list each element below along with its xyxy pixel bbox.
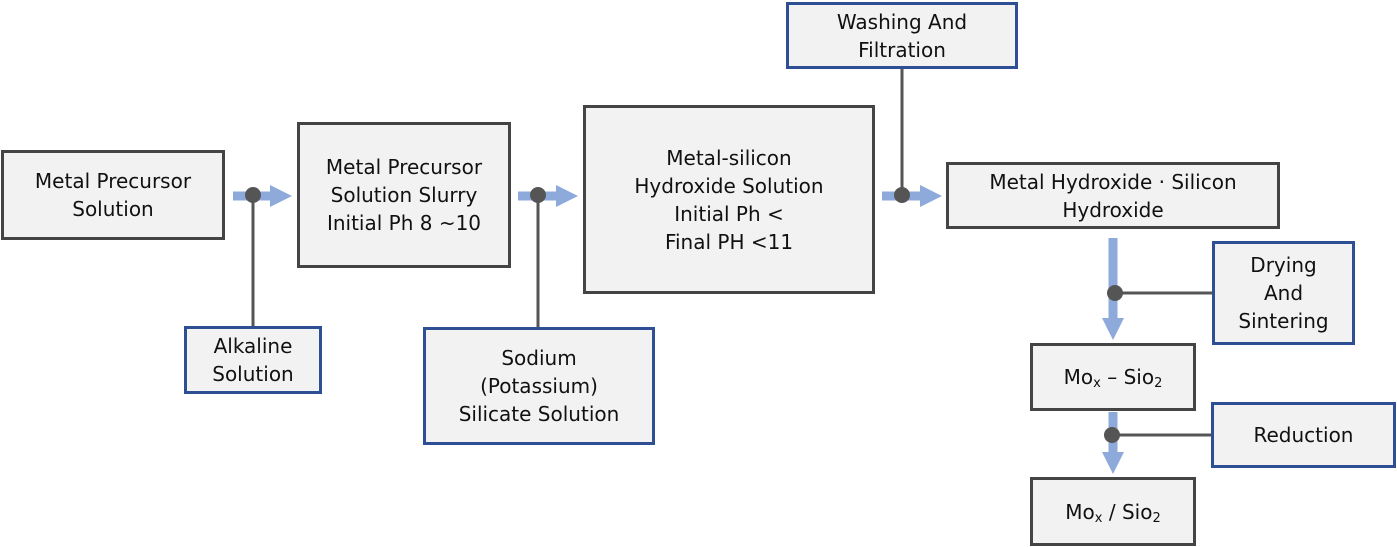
box-line: Sintering: [1238, 309, 1329, 333]
connector-silicate: [530, 187, 546, 328]
box-line: Drying: [1250, 253, 1317, 277]
box-line: Hydroxide: [1062, 197, 1164, 222]
box-mox-sio2-dash: Mox – Sio2: [1030, 343, 1196, 411]
box-precursor-slurry: Metal Precursor Solution Slurry Initial …: [297, 122, 511, 268]
box-line: (Potassium): [480, 374, 598, 398]
flow-arrow-2: [518, 185, 578, 207]
connector-alkaline: [245, 187, 261, 327]
box-line: Initial Ph <: [674, 201, 784, 226]
formula-sep: –: [1100, 365, 1124, 389]
box-line: Filtration: [858, 37, 946, 62]
input-reduction: Reduction: [1211, 402, 1396, 468]
box-line: Metal Precursor: [34, 169, 192, 193]
formula-a: Mo: [1063, 365, 1094, 389]
box-line: Final PH <11: [664, 229, 794, 254]
box-line: And: [1263, 281, 1304, 305]
box-line: Solution: [72, 197, 154, 221]
box-mox-sio2-slash: Mox / Sio2: [1030, 477, 1196, 546]
formula-b-sub: 2: [1154, 376, 1163, 391]
connector-washing: [894, 69, 910, 203]
box-line: Metal Hydroxide · Silicon: [989, 169, 1237, 194]
formula-a-sub: x: [1094, 510, 1103, 526]
formula-a: Mo: [1065, 499, 1095, 524]
box-metal-precursor-solution: Metal Precursor Solution: [1, 150, 225, 240]
flow-arrow-1: [233, 185, 292, 207]
box-line: Alkaline: [213, 334, 293, 358]
flow-arrow-4: [1102, 238, 1124, 340]
box-line: Hydroxide Solution: [634, 173, 824, 198]
box-line: Solution Slurry: [330, 183, 478, 207]
input-drying-sintering: Drying And Sintering: [1212, 241, 1355, 345]
formula-b: Sio: [1123, 365, 1155, 389]
box-line: Silicate Solution: [458, 402, 620, 426]
input-washing-filtration: Washing And Filtration: [786, 2, 1018, 69]
input-alkaline-solution: Alkaline Solution: [184, 326, 322, 394]
box-line: Washing And: [836, 9, 968, 34]
formula-sep: /: [1102, 499, 1122, 524]
box-line: Sodium: [501, 346, 577, 370]
formula-b-sub: 2: [1152, 510, 1161, 526]
flow-arrow-5: [1102, 412, 1124, 474]
box-metal-hydroxide: Metal Hydroxide · Silicon Hydroxide: [946, 162, 1280, 229]
box-line: Mox / Sio2: [1065, 498, 1160, 526]
flow-arrow-3: [882, 185, 942, 207]
box-line: Solution: [212, 362, 294, 386]
formula-b: Sio: [1121, 499, 1153, 524]
connector-reduction: [1104, 427, 1212, 443]
connector-drying: [1107, 285, 1212, 301]
box-line: Initial Ph 8 ~10: [326, 211, 482, 235]
box-line: Metal Precursor: [325, 155, 483, 179]
input-sodium-silicate: Sodium (Potassium) Silicate Solution: [423, 327, 655, 445]
box-metal-silicon-hydroxide: Metal-silicon Hydroxide Solution Initial…: [583, 105, 875, 294]
formula-a-sub: x: [1093, 376, 1101, 391]
box-line: Reduction: [1253, 423, 1354, 447]
box-line: Mox – Sio2: [1064, 363, 1163, 391]
box-line: Metal-silicon: [666, 145, 792, 170]
